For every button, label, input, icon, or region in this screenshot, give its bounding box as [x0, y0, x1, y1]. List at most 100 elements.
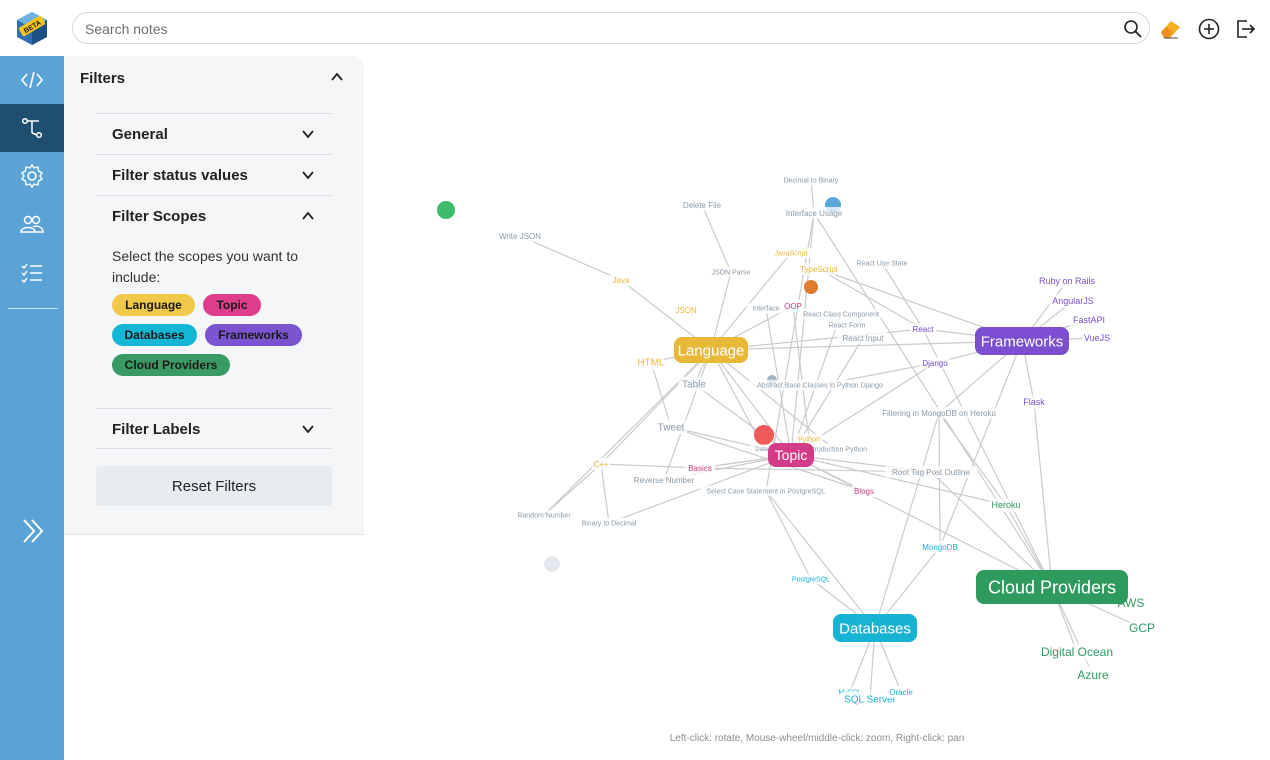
graph-node-dot[interactable]	[804, 280, 818, 294]
graph-node-label[interactable]: GCP	[1129, 621, 1155, 635]
graph-node-label[interactable]: Heroku	[991, 500, 1020, 510]
graph-hub-pill[interactable]	[768, 443, 814, 467]
graph-node-label[interactable]: Decimal to Binary	[784, 177, 839, 184]
graph-node-label[interactable]: Tweet	[658, 423, 685, 434]
graph-hub-label[interactable]: Topic	[775, 447, 808, 463]
rail-item-graph[interactable]	[0, 104, 64, 152]
graph-node-label[interactable]: Random Number	[517, 512, 571, 519]
graph-hub-pill[interactable]	[976, 570, 1128, 604]
code-icon	[20, 71, 44, 89]
section-status[interactable]: Filter status values	[96, 154, 332, 195]
eraser-icon[interactable]	[1158, 17, 1182, 41]
graph-node-label[interactable]: React Class Component	[803, 311, 879, 318]
chip-databases[interactable]: Databases	[112, 324, 197, 346]
graph-node-label[interactable]: Root Tag Post Outline	[892, 468, 970, 477]
search-icon[interactable]	[1123, 19, 1143, 39]
reset-filters-button[interactable]: Reset Filters	[96, 466, 332, 506]
graph-node-label[interactable]: JSON Parse	[712, 269, 751, 276]
logout-icon[interactable]	[1233, 17, 1257, 41]
graph-node-label[interactable]: Filtering in MongoDB on Heroku	[882, 409, 996, 418]
graph-node-label[interactable]: Interface Usage	[786, 209, 843, 218]
chip-frameworks[interactable]: Frameworks	[205, 324, 302, 346]
graph-node-label[interactable]: Ruby on Rails	[1039, 276, 1096, 286]
graph-node-label[interactable]: MongoDB	[922, 543, 958, 552]
search-input[interactable]	[85, 19, 1115, 39]
graph-node-label[interactable]: OOP	[784, 302, 802, 311]
section-scopes[interactable]: Filter Scopes	[96, 195, 332, 245]
chip-cloud-providers[interactable]: Cloud Providers	[112, 354, 230, 376]
graph-hub-label[interactable]: Frameworks	[981, 333, 1064, 350]
graph-label-bg	[674, 304, 698, 316]
graph-node-label[interactable]: AngularJS	[1052, 296, 1094, 306]
graph-node-label[interactable]: Abstract Base Classes in Python Django	[757, 382, 883, 389]
chevron-up-icon[interactable]	[330, 70, 344, 84]
graph-label-bg	[1069, 313, 1109, 327]
graph-node-label[interactable]: Oracle	[889, 688, 913, 697]
app-logo[interactable]: BETA	[14, 10, 50, 46]
rail-item-users[interactable]	[0, 200, 64, 248]
graph-edge	[670, 426, 865, 492]
chip-topic[interactable]: Topic	[203, 294, 261, 316]
graph-node-label[interactable]: C++	[593, 460, 608, 469]
graph-node-label[interactable]: PostgreSQL	[792, 576, 830, 583]
graph-node-label[interactable]: Reverse Number	[634, 476, 695, 485]
graph-hub-label[interactable]: Cloud Providers	[988, 577, 1116, 597]
graph-hub-pill[interactable]	[975, 327, 1069, 355]
graph-node-label[interactable]: ...Introduction Python	[801, 446, 867, 453]
graph-node-label[interactable]: Binary to Decimal	[582, 520, 637, 527]
graph-edge	[519, 235, 622, 281]
graph-label-bg	[1074, 666, 1112, 684]
graph-label-bg	[799, 308, 883, 320]
graph-label-bg	[779, 207, 849, 219]
graph-node-label[interactable]: Digital Ocean	[1041, 645, 1113, 659]
graph-node-label[interactable]: React Use State	[857, 260, 908, 267]
graph-node-label[interactable]: Delete File	[683, 201, 722, 210]
section-general[interactable]: General	[96, 113, 332, 154]
graph-edge	[874, 412, 940, 629]
graph-node-label[interactable]: SQL Server	[844, 695, 897, 706]
add-note-icon[interactable]	[1197, 17, 1221, 41]
graph-edge	[938, 412, 1007, 506]
graph-node-label[interactable]: JSON	[675, 306, 697, 315]
rail-item-list[interactable]	[0, 248, 64, 296]
chip-language[interactable]: Language	[112, 294, 195, 316]
graph-hub-pill[interactable]	[674, 337, 748, 363]
graph-label-bg	[873, 407, 1005, 419]
graph-edge	[790, 454, 1053, 588]
section-labels[interactable]: Filter Labels	[96, 408, 332, 449]
rail-item-code[interactable]	[0, 56, 64, 104]
graph-node-label[interactable]: React	[913, 325, 935, 334]
graph-node-label[interactable]: Blogs	[854, 487, 874, 496]
rail-item-settings[interactable]	[0, 152, 64, 200]
graph-node-label[interactable]: Python	[798, 436, 820, 443]
graph-node-dot[interactable]	[437, 201, 455, 219]
graph-node-label[interactable]: React Form	[829, 322, 866, 329]
graph-node-label[interactable]: HTML	[637, 358, 665, 369]
graph-node-label[interactable]: Interface	[752, 305, 779, 312]
graph-node-label[interactable]: FastAPI	[1073, 315, 1105, 325]
graph-node-label[interactable]: TypeScript	[800, 265, 839, 274]
graph-hub-pill[interactable]	[833, 614, 917, 642]
graph-node-label[interactable]: Table	[682, 380, 706, 391]
graph-node-label[interactable]: Select Case Statement in PostgreSQL	[706, 488, 825, 495]
graph-node-dot[interactable]	[544, 556, 560, 572]
graph-node-label[interactable]: Java	[613, 276, 630, 285]
graph-node-label[interactable]: VueJS	[1084, 333, 1110, 343]
graph-node-label[interactable]: Flask	[1023, 397, 1045, 407]
expand-chevrons-icon[interactable]	[18, 516, 48, 546]
graph-node-label[interactable]: Django	[922, 359, 948, 368]
graph-controls-hint: Left-click: rotate, Mouse-wheel/middle-c…	[669, 733, 965, 744]
graph-node-label[interactable]: React Input	[843, 334, 885, 343]
graph-node-label[interactable]: JavaScript	[775, 250, 808, 257]
graph-edge	[710, 252, 792, 351]
graph-label-bg	[746, 302, 786, 314]
graph-node-label[interactable]: Basics	[688, 464, 712, 473]
graph-hub-label[interactable]: Language	[678, 342, 745, 359]
graph-hub-label[interactable]: Databases	[839, 620, 911, 637]
graph-node-label[interactable]: Azure	[1077, 668, 1109, 682]
graph-node-label[interactable]: Write JSON	[499, 232, 541, 241]
graph-node-label[interactable]: Data...	[755, 447, 773, 453]
graph-node-dot[interactable]	[754, 425, 774, 445]
